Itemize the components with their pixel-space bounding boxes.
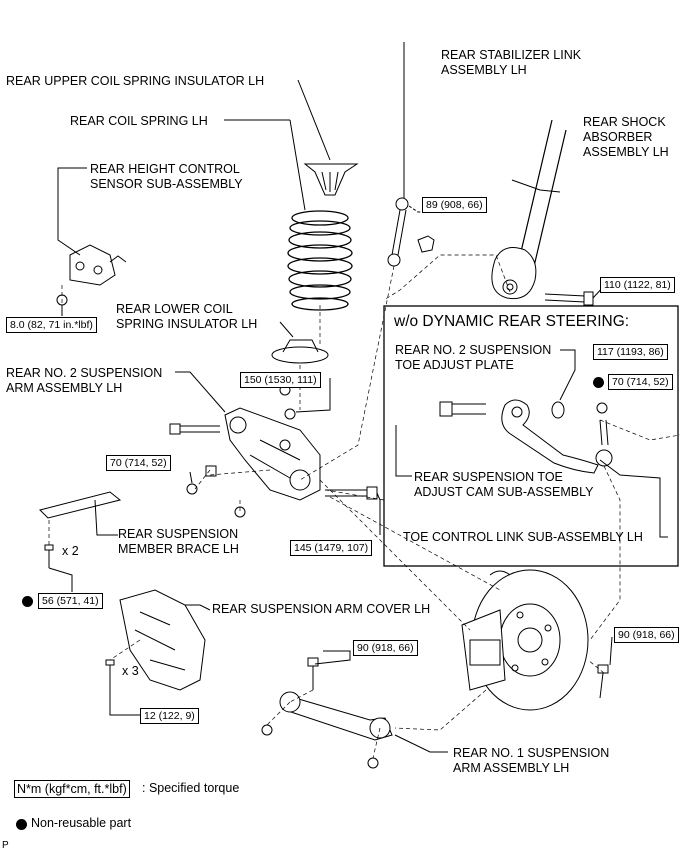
multiplier-x3: x 3	[122, 664, 139, 678]
label-height-sensor: REAR HEIGHT CONTROL SENSOR SUB-ASSEMBLY	[90, 162, 243, 192]
label-toe-cam: REAR SUSPENSION TOE ADJUST CAM SUB-ASSEM…	[414, 470, 593, 500]
bolt-110	[544, 291, 594, 306]
inset-title: w/o DYNAMIC REAR STEERING:	[394, 313, 630, 330]
inset-frame	[383, 305, 679, 567]
label-shock-absorber-line3: ASSEMBLY LH	[583, 145, 669, 159]
torque-150: 150 (1530, 111)	[240, 372, 321, 388]
label-lower-insulator-line2: SPRING INSULATOR LH	[116, 317, 258, 331]
toe-adjust-plate	[551, 401, 565, 419]
torque-90-right: 90 (918, 66)	[614, 627, 679, 643]
axle-carrier-hub	[461, 569, 589, 711]
legend-unit-desc: : Specified torque	[142, 781, 240, 795]
torque-12: 12 (122, 9)	[140, 708, 199, 724]
label-lower-insulator: REAR LOWER COIL SPRING INSULATOR LH	[116, 302, 257, 332]
upper-insulator	[297, 79, 359, 196]
label-toe-link: TOE CONTROL LINK SUB-ASSEMBLY LH	[403, 530, 643, 544]
torque-145: 145 (1479, 107)	[290, 540, 373, 556]
torque-110: 110 (1122, 81)	[600, 277, 675, 293]
torque-89: 89 (908, 66)	[422, 197, 487, 213]
no1-arm-bolt-b	[597, 664, 609, 699]
label-shock-absorber-line2: ABSORBER	[583, 130, 653, 144]
torque-70: 70 (714, 52)	[106, 455, 171, 471]
legend-non-reusable: Non-reusable part	[31, 816, 132, 830]
brace-bolt	[44, 544, 54, 568]
no1-suspension-arm	[279, 691, 393, 741]
label-toe-plate-line1: REAR NO. 2 SUSPENSION	[395, 343, 552, 357]
label-shock-absorber-line1: REAR SHOCK	[583, 115, 666, 129]
legend-unit: N*m (kgf*cm, ft.*lbf)	[14, 780, 130, 798]
multiplier-x2: x 2	[62, 544, 79, 558]
label-member-brace: REAR SUSPENSION MEMBER BRACE LH	[118, 527, 239, 557]
label-member-brace-line2: MEMBER BRACE LH	[118, 542, 239, 556]
label-no1-arm-line2: ARM ASSEMBLY LH	[453, 761, 570, 775]
label-stabilizer-link: REAR STABILIZER LINK ASSEMBLY LH	[441, 48, 581, 78]
non-reusable-marker-56	[22, 596, 33, 607]
label-stabilizer-link-line2: ASSEMBLY LH	[441, 63, 527, 77]
no1-arm-bolt-a	[307, 657, 319, 690]
member-brace	[39, 491, 122, 519]
coil-spring	[287, 210, 353, 311]
corner-code: P	[2, 840, 9, 851]
label-no2-arm-line2: ARM ASSEMBLY LH	[6, 381, 123, 395]
label-coil-spring: REAR COIL SPRING LH	[70, 114, 208, 128]
torque-56: 56 (571, 41)	[38, 593, 103, 609]
torque-8: 8.0 (82, 71 in.*lbf)	[6, 317, 97, 333]
arm-cover	[119, 589, 206, 691]
label-toe-cam-line2: ADJUST CAM SUB-ASSEMBLY	[414, 485, 594, 499]
label-lower-insulator-line1: REAR LOWER COIL	[116, 302, 233, 316]
label-no1-arm-line1: REAR NO. 1 SUSPENSION	[453, 746, 610, 760]
label-toe-plate: REAR NO. 2 SUSPENSION TOE ADJUST PLATE	[395, 343, 551, 373]
shock-absorber	[491, 119, 567, 300]
label-height-sensor-line1: REAR HEIGHT CONTROL	[90, 162, 240, 176]
label-toe-cam-line1: REAR SUSPENSION TOE	[414, 470, 563, 484]
cover-bolt	[105, 659, 115, 680]
legend-non-reusable-dot	[16, 819, 27, 830]
label-no2-arm-line1: REAR NO. 2 SUSPENSION	[6, 366, 163, 380]
toe-bolt	[439, 401, 486, 417]
no2-arm-bolt	[169, 423, 220, 435]
label-no2-arm: REAR NO. 2 SUSPENSION ARM ASSEMBLY LH	[6, 366, 162, 396]
label-shock-absorber: REAR SHOCK ABSORBER ASSEMBLY LH	[583, 115, 669, 160]
non-reusable-marker-70	[593, 377, 604, 388]
torque-70-inset: 70 (714, 52)	[608, 374, 673, 390]
label-height-sensor-line2: SENSOR SUB-ASSEMBLY	[90, 177, 243, 191]
label-upper-insulator: REAR UPPER COIL SPRING INSULATOR LH	[6, 74, 265, 88]
no2-suspension-arm	[224, 407, 321, 501]
torque-90-left: 90 (918, 66)	[353, 640, 418, 656]
height-sensor	[56, 244, 127, 306]
stabilizer-link	[387, 42, 435, 267]
lower-insulator	[271, 339, 329, 364]
label-member-brace-line1: REAR SUSPENSION	[118, 527, 239, 541]
torque-117: 117 (1193, 86)	[593, 344, 668, 360]
label-arm-cover: REAR SUSPENSION ARM COVER LH	[212, 602, 431, 616]
toe-control-link	[501, 399, 613, 474]
label-stabilizer-link-line1: REAR STABILIZER LINK	[441, 48, 582, 62]
label-toe-plate-line2: TOE ADJUST PLATE	[395, 358, 514, 372]
label-no1-arm: REAR NO. 1 SUSPENSION ARM ASSEMBLY LH	[453, 746, 609, 776]
